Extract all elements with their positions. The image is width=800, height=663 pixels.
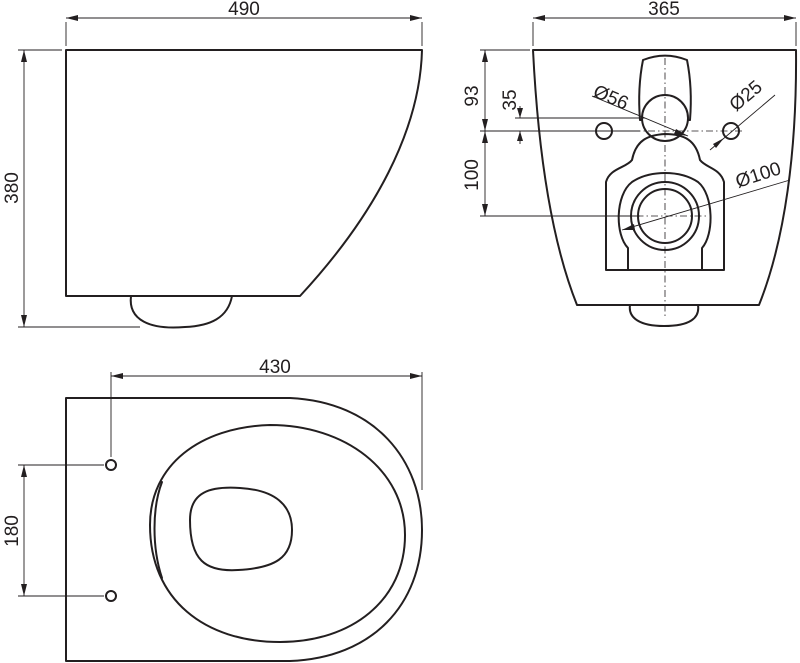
rear-view-inner-bowl xyxy=(617,172,712,271)
dim-label-380: 380 xyxy=(2,172,23,204)
dim-label-100-diameter: Ø100 xyxy=(733,158,784,192)
side-view-body xyxy=(65,49,423,297)
rear-view: 365 93 35 100 Ø56 Ø25 Ø100 xyxy=(462,0,798,327)
top-view-bowl-inner-back xyxy=(153,481,163,579)
dim-label-430: 430 xyxy=(259,357,291,378)
top-bolt-hole-lower xyxy=(105,590,117,602)
top-view: 430 180 xyxy=(2,357,423,662)
dim-label-100: 100 xyxy=(462,159,483,191)
dim-label-56: Ø56 xyxy=(590,81,631,114)
dim-label-93: 93 xyxy=(462,85,483,106)
dim-label-25: Ø25 xyxy=(726,77,767,116)
leader-100 xyxy=(621,179,791,231)
side-view-outlet xyxy=(129,295,233,329)
top-view-body xyxy=(65,397,423,662)
rear-view-outlet-frame xyxy=(605,133,725,271)
top-view-bowl-rim xyxy=(149,424,406,643)
top-view-bowl-opening xyxy=(189,486,293,572)
top-bolt-hole-upper xyxy=(105,459,117,471)
dim-label-35: 35 xyxy=(500,89,521,110)
rear-view-inlet-chute xyxy=(638,54,692,121)
leader-56 xyxy=(591,95,689,137)
dim-label-490: 490 xyxy=(228,0,260,20)
side-view: 490 380 xyxy=(2,0,423,329)
dim-label-180: 180 xyxy=(2,515,23,547)
rear-view-outlet xyxy=(628,304,700,327)
rear-view-body xyxy=(532,49,798,306)
dim-label-365: 365 xyxy=(648,0,680,20)
